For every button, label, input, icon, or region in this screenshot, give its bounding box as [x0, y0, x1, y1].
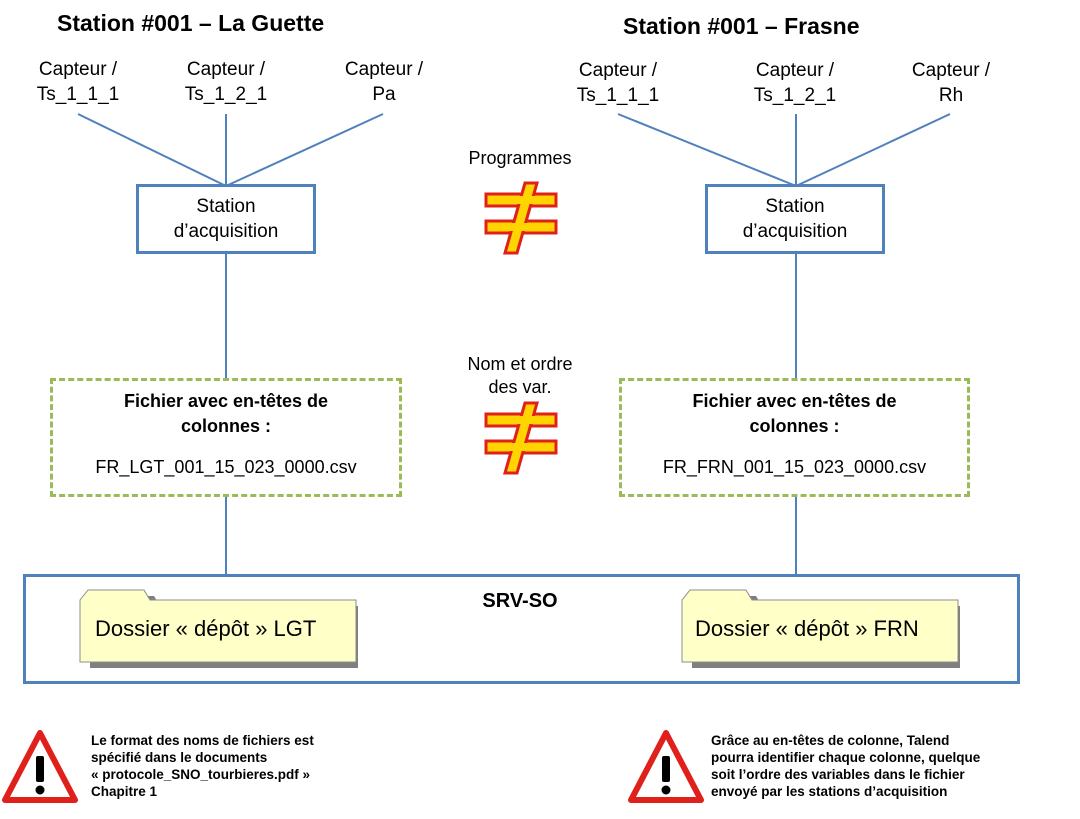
file-header-label: Fichier avec en-têtes de colonnes :: [692, 391, 897, 436]
sensor-label: Capteur / Rh: [911, 60, 991, 106]
connector-line: [617, 113, 797, 187]
file-name: FR_FRN_001_15_023_0000.csv: [662, 457, 927, 477]
folder-icon: [681, 589, 960, 668]
acquisition-station-box-right: Station d’acquisition: [705, 184, 885, 254]
acquisition-station-box-left: Station d’acquisition: [136, 184, 316, 254]
connector-line: [77, 113, 227, 187]
not-equal-icon: [484, 181, 558, 255]
var-order-label: Nom et ordre des var.: [467, 354, 573, 397]
sensor-label: Capteur / Ts_1_2_1: [753, 60, 837, 106]
sensor-label: Capteur / Ts_1_2_1: [184, 59, 268, 105]
sensor-label: Capteur / Ts_1_1_1: [576, 60, 660, 106]
file-header-label: Fichier avec en-têtes de colonnes :: [123, 391, 329, 436]
folder-icon: [79, 589, 358, 668]
note-talend-headers: Grâce au en-têtes de colonne, Talend pou…: [711, 733, 981, 799]
warning-icon: [628, 730, 704, 803]
folder-label-lgt: Dossier « dépôt » LGT: [95, 616, 317, 641]
csv-file-box-left: Fichier avec en-têtes de colonnes : FR_L…: [50, 378, 402, 497]
sensor-label: Capteur / Pa: [344, 59, 424, 105]
not-equal-icon: [484, 401, 558, 475]
programmes-label: Programmes: [468, 148, 572, 168]
station-title-right: Station #001 – Frasne: [623, 13, 860, 39]
connector-line: [225, 113, 384, 187]
folder-label-frn: Dossier « dépôt » FRN: [695, 616, 919, 641]
sensor-label: Capteur / Ts_1_1_1: [36, 59, 120, 105]
csv-file-box-right: Fichier avec en-têtes de colonnes : FR_F…: [619, 378, 970, 497]
file-name: FR_LGT_001_15_023_0000.csv: [95, 457, 357, 477]
server-label: SRV-SO: [482, 590, 558, 612]
warning-icon: [2, 730, 78, 803]
connector-line: [795, 113, 951, 187]
note-filename-format: Le format des noms de fichiers est spéci…: [91, 733, 314, 799]
station-title-left: Station #001 – La Guette: [57, 10, 325, 36]
